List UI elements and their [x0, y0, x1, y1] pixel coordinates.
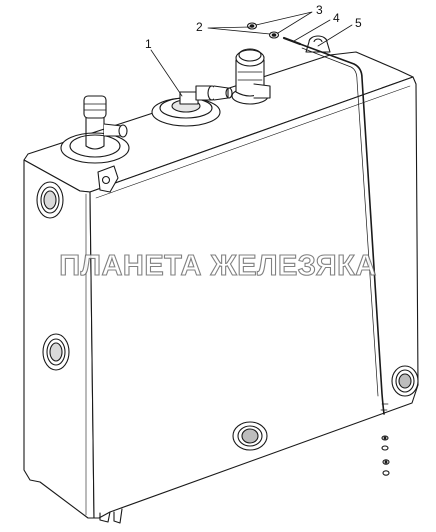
vent-tube — [299, 43, 389, 415]
fuel-level-sender — [151, 85, 233, 127]
tank-foot-right — [113, 508, 123, 524]
watermark-text: ПЛАНЕТА ЖЕЛЕЗЯКА — [59, 249, 377, 282]
tank-front-face — [89, 76, 419, 519]
fastener-nut-lower — [268, 31, 280, 39]
filler-cap — [231, 48, 271, 105]
leader-1 — [150, 49, 183, 97]
callout-4: 4 — [333, 11, 340, 25]
leader-5 — [317, 24, 353, 47]
clamp-bracket — [282, 35, 331, 53]
callout-3: 3 — [316, 3, 323, 17]
front-port-bottom — [232, 421, 268, 451]
tank-foot-left — [99, 511, 111, 523]
callout-1: 1 — [145, 37, 152, 51]
tank-body — [23, 51, 419, 524]
side-port-lower — [42, 333, 70, 371]
filler-neck-left — [60, 95, 130, 164]
callout-2: 2 — [196, 20, 203, 34]
leader-2 — [207, 26, 271, 35]
leader-3 — [255, 11, 313, 34]
fastener-nut-upper — [246, 22, 258, 30]
front-port-right — [391, 365, 419, 397]
side-port-upper — [36, 181, 64, 219]
lifting-lug — [97, 165, 119, 193]
leader-4 — [293, 19, 331, 42]
callout-5: 5 — [355, 16, 362, 30]
tube-fittings — [381, 435, 390, 476]
leader-lines — [150, 11, 353, 97]
